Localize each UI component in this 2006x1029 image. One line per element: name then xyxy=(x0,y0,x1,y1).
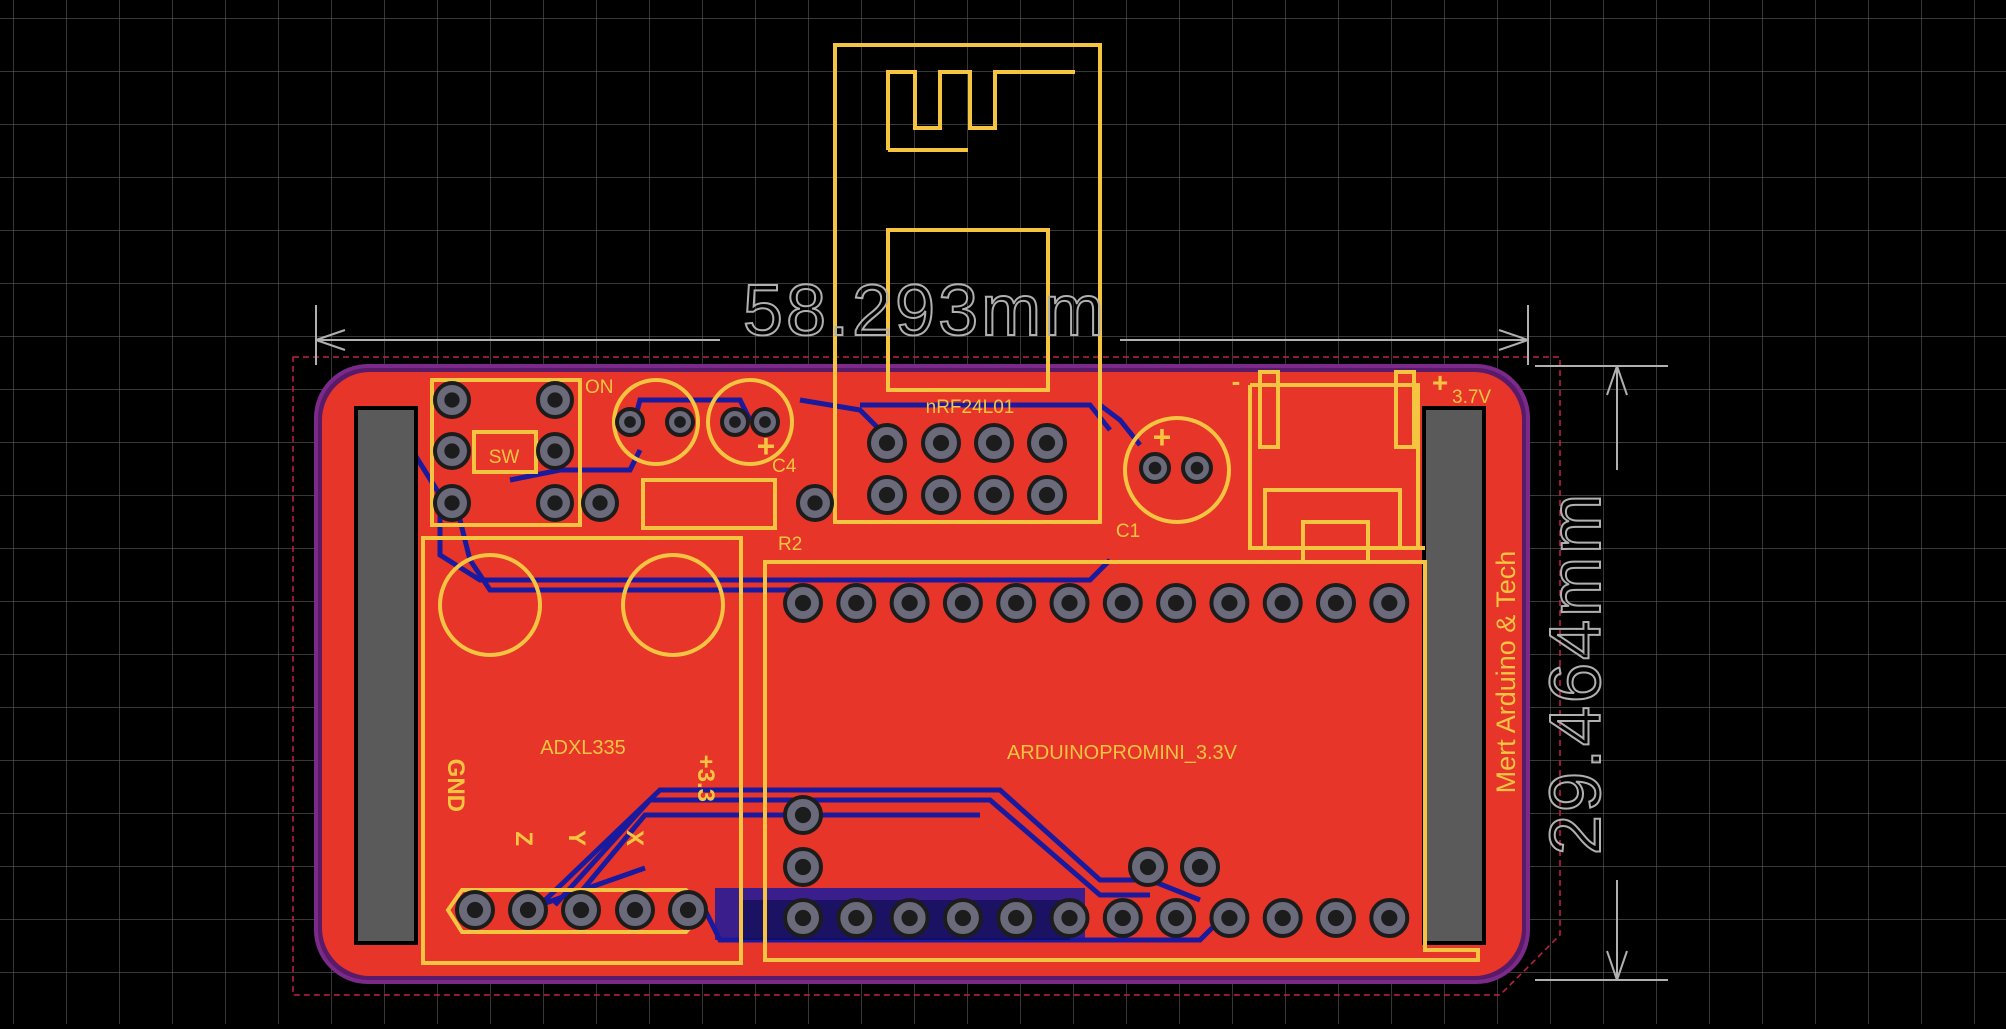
arduino-bottom-pad xyxy=(889,898,930,938)
nrf24l01-label: nRF24L01 xyxy=(926,397,1015,418)
arduino-top-pad xyxy=(942,583,983,623)
switch-pad xyxy=(433,381,471,419)
nrf-pad xyxy=(921,475,961,515)
arduino-bottom-pad xyxy=(1262,898,1303,938)
nrf-pad xyxy=(921,423,961,463)
author-label: Mert Arduino & Tech xyxy=(1491,551,1521,794)
width-dimension-text: 58.293mm xyxy=(743,271,1107,351)
arduino-top-pad xyxy=(1156,583,1197,623)
switch-pad xyxy=(536,381,574,419)
c4-label: C4 xyxy=(772,456,797,477)
led-pad xyxy=(665,407,695,437)
adxl-pin-vcc-label: +3.3 xyxy=(692,755,719,802)
adxl-header-pad xyxy=(561,890,601,930)
nrf-pad xyxy=(1027,423,1067,463)
nrf-pad xyxy=(867,423,907,463)
led-pad xyxy=(615,407,645,437)
adxl-pin-gnd-label: GND xyxy=(442,759,469,812)
adxl-header-pad xyxy=(455,890,495,930)
c1-outline xyxy=(1123,416,1231,524)
arduino-bottom-pad xyxy=(1049,898,1090,938)
arduino-side-pad xyxy=(1180,847,1220,887)
arduino-top-pad xyxy=(1316,583,1356,623)
adxl-header-pad xyxy=(615,890,655,930)
nrf-pad xyxy=(974,475,1014,515)
arduino-top-pad xyxy=(1369,583,1410,623)
adxl-pin-y-label: Y xyxy=(563,830,590,846)
adxl-header-pad xyxy=(508,890,548,930)
r2-pad xyxy=(796,484,834,522)
led-outline xyxy=(612,378,700,466)
arduino-top-pad xyxy=(1209,583,1250,623)
arduino-bottom-pad xyxy=(1369,898,1410,938)
adxl335-outline xyxy=(421,536,743,965)
c4-pad xyxy=(750,407,780,437)
adxl-pin-z-label: Z xyxy=(510,831,537,846)
battery-connector xyxy=(1248,370,1425,564)
switch-outline xyxy=(430,378,582,527)
arduino-bottom-pad xyxy=(1209,898,1250,938)
height-dimension-text: 29.464mm xyxy=(1536,491,1616,855)
c1-label: C1 xyxy=(1116,521,1140,542)
arduino-top-pad xyxy=(1049,583,1090,623)
battery-plus-label: + xyxy=(1432,367,1448,398)
switch-on-label: ON xyxy=(585,377,614,398)
battery-minus-label: - xyxy=(1232,366,1241,396)
left-mount-bar xyxy=(354,406,418,945)
arduino-top-pad xyxy=(1262,583,1303,623)
adxl335-label: ADXL335 xyxy=(540,737,626,759)
switch-pad xyxy=(536,432,574,470)
nrf24l01-module xyxy=(833,43,1102,524)
arduino-bottom-pad xyxy=(836,898,877,938)
r2-label: R2 xyxy=(778,534,802,555)
arduino-bottom-pad xyxy=(942,898,983,938)
arduino-bottom-pad xyxy=(1102,898,1143,938)
switch-pad xyxy=(433,484,471,522)
switch-label: SW xyxy=(489,447,520,468)
c4-plus-label: + xyxy=(757,428,776,464)
arduino-top-pad xyxy=(889,583,930,623)
c1-plus-label: + xyxy=(1153,419,1172,455)
adxl-pin-x-label: X xyxy=(621,830,648,846)
arduino-side-pad xyxy=(783,847,823,887)
c1-pad xyxy=(1181,452,1213,484)
arduino-side-pad xyxy=(1128,847,1168,887)
dimension-lines xyxy=(315,305,1668,981)
arduino-top-pad xyxy=(996,583,1037,623)
switch-pad xyxy=(433,432,471,470)
arduino-top-pad xyxy=(836,583,877,623)
nrf-pad xyxy=(1027,475,1067,515)
arduino-side-pad xyxy=(783,795,823,835)
keepout-outline xyxy=(292,356,1561,996)
c4-outline xyxy=(706,378,794,466)
c1-pad xyxy=(1139,452,1171,484)
arduino-top-pad xyxy=(1102,583,1143,623)
arduino-bottom-pad xyxy=(996,898,1037,938)
arduino-bottom-pad xyxy=(1316,898,1356,938)
switch-pad xyxy=(581,484,619,522)
right-mount-bar xyxy=(1422,406,1486,945)
battery-voltage-label: 3.7V xyxy=(1452,387,1491,408)
arduino-label: ARDUINOPROMINI_3.3V xyxy=(1007,742,1238,764)
c4-pad xyxy=(720,407,750,437)
switch-pad xyxy=(536,484,574,522)
arduino-top-pad xyxy=(783,583,823,623)
r2-outline xyxy=(641,478,777,530)
adxl-header-pad xyxy=(668,890,708,930)
adxl-header-silk xyxy=(445,888,708,934)
arduino-outline xyxy=(763,560,1480,962)
arduino-bottom-pad xyxy=(1156,898,1197,938)
arduino-bottom-pad xyxy=(783,898,823,938)
nrf-pad xyxy=(867,475,907,515)
nrf-pad xyxy=(974,423,1014,463)
